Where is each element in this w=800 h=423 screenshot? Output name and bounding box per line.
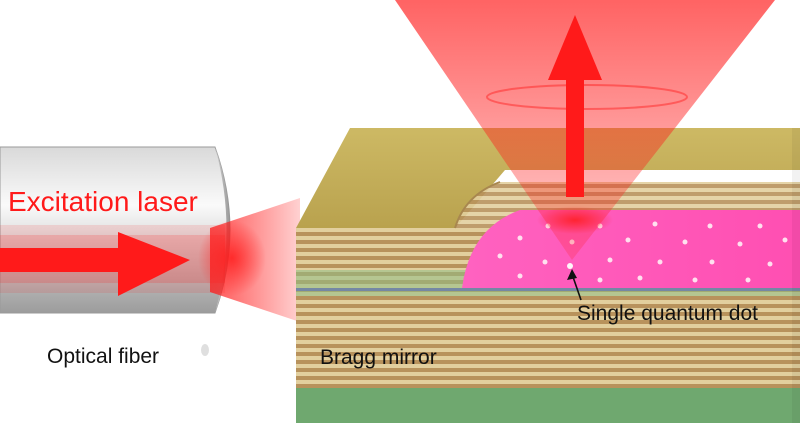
bragg-mirror-label: Bragg mirror — [320, 346, 437, 369]
emission-arrow — [548, 15, 602, 197]
excitation-cone — [198, 198, 300, 322]
sample-block — [296, 128, 800, 423]
single-quantum-dot-label: Single quantum dot — [577, 302, 758, 325]
optical-fiber-label: Optical fiber — [47, 345, 160, 368]
quantum-dot-layer — [462, 210, 800, 288]
emission-cone — [395, 0, 775, 260]
bragg-mirror-layers — [296, 296, 800, 388]
excitation-laser-label: Excitation laser — [8, 186, 198, 217]
excitation-arrow — [0, 232, 190, 296]
substrate — [296, 388, 800, 423]
quantum-dot-pointer — [567, 269, 582, 301]
single-quantum-dot-marker — [567, 263, 573, 269]
